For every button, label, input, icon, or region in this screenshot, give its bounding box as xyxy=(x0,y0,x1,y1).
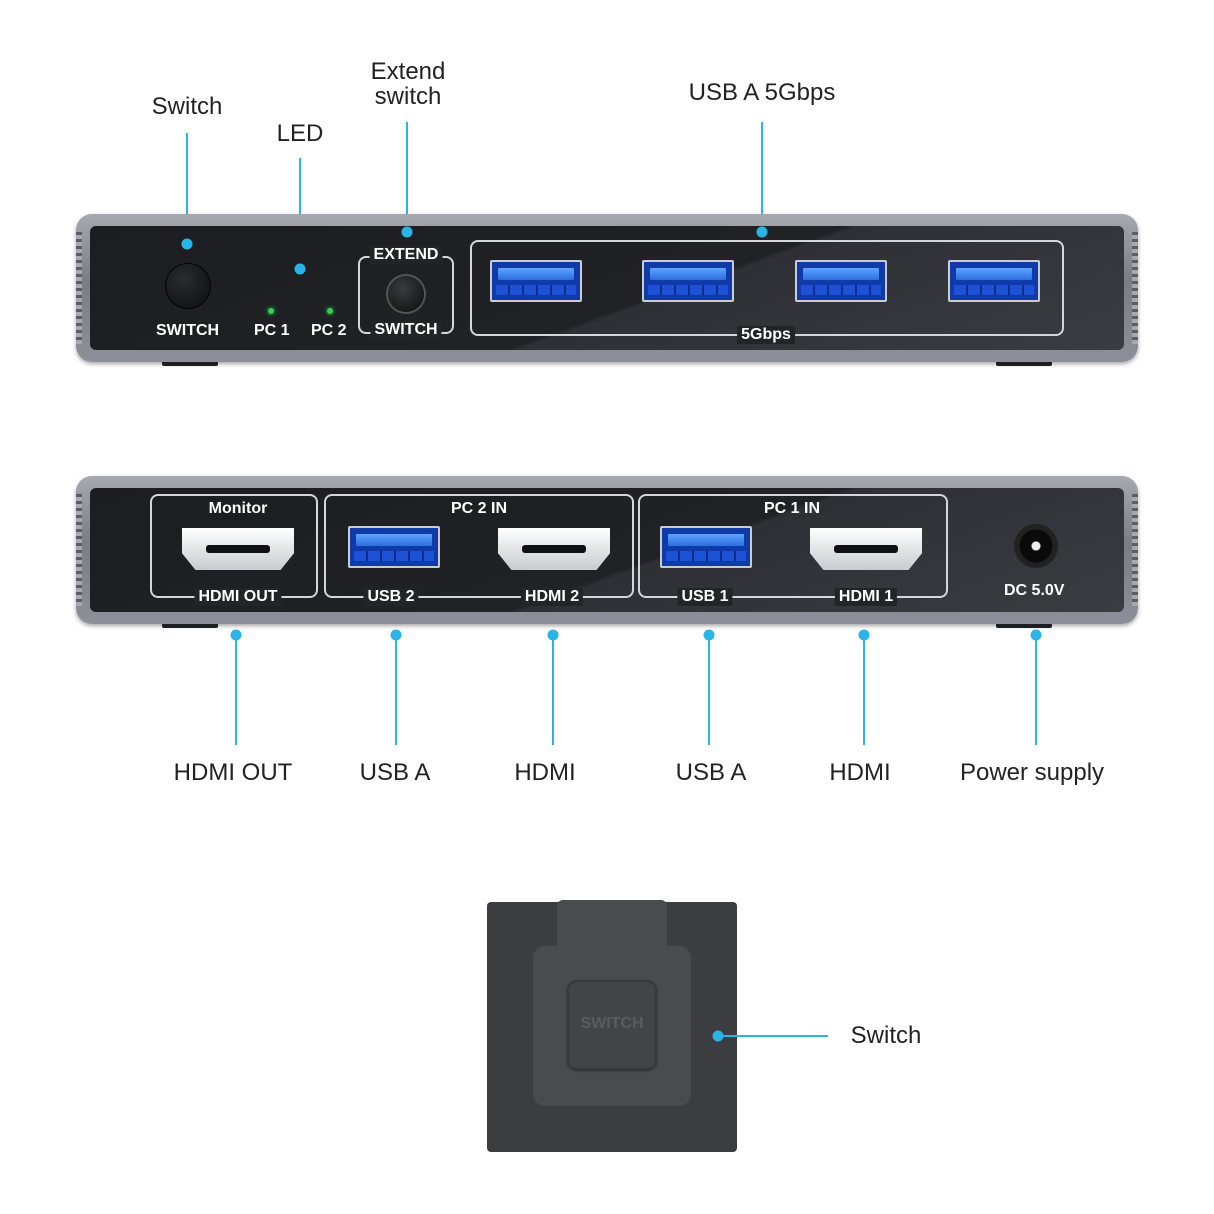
led-pc2-label: PC 2 xyxy=(311,322,347,339)
leader-dot-usb-a-2 xyxy=(703,629,715,641)
callout-extend-line2: switch xyxy=(374,83,442,111)
front-usb-port-3[interactable] xyxy=(795,260,887,302)
leader-line-switch xyxy=(186,133,188,243)
leader-line-led xyxy=(299,158,301,268)
front-usb-port-4[interactable] xyxy=(948,260,1040,302)
dc-label: DC 5.0V xyxy=(1004,582,1065,599)
front-usb-port-2[interactable] xyxy=(642,260,734,302)
leader-line-usb-a-2 xyxy=(708,635,710,745)
leader-dot-extend xyxy=(401,226,413,238)
extend-bottom-label: SWITCH xyxy=(370,321,442,339)
back-left-ridges xyxy=(76,494,82,606)
callout-extend-line1: Extend xyxy=(370,58,446,85)
front-panel-face: SWITCH PC 1 PC 2 EXTEND SWITCH 5Gbps xyxy=(90,226,1124,350)
monitor-label: Monitor xyxy=(208,500,268,517)
callout-hdmi-1: HDMI xyxy=(514,759,576,786)
leader-line-usb xyxy=(761,122,763,232)
hdmi2-label: HDMI 2 xyxy=(520,588,584,606)
callout-hdmi-out: HDMI OUT xyxy=(173,759,293,786)
leader-line-hdmi-out xyxy=(235,635,237,745)
front-right-ridges xyxy=(1132,232,1138,344)
front-panel-device: SWITCH PC 1 PC 2 EXTEND SWITCH 5Gbps xyxy=(76,214,1138,362)
leader-dot-led xyxy=(294,263,306,275)
back-panel-face: Monitor HDMI OUT PC 2 IN USB 2 HDMI 2 PC… xyxy=(90,488,1124,612)
leader-dot-usb xyxy=(756,226,768,238)
pc2-hdmi-port[interactable] xyxy=(498,528,610,570)
callout-extend-switch: Extend switch xyxy=(370,58,446,111)
hdmi1-label: HDMI 1 xyxy=(834,588,898,606)
hdmi-out-label: HDMI OUT xyxy=(194,588,282,606)
usb2-label: USB 2 xyxy=(363,588,419,606)
pc1-usb-port[interactable] xyxy=(660,526,752,568)
leader-dot-hdmi-out xyxy=(230,629,242,641)
callout-usb-a-2: USB A xyxy=(675,759,747,786)
leader-dot-power xyxy=(1030,629,1042,641)
callout-remote-switch: Switch xyxy=(850,1022,922,1049)
leader-line-hdmi-2 xyxy=(863,635,865,745)
front-switch-label: SWITCH xyxy=(156,322,220,339)
pc1-in-label: PC 1 IN xyxy=(763,500,821,517)
callout-hdmi-2: HDMI xyxy=(829,759,891,786)
front-left-ridges xyxy=(76,232,82,344)
leader-dot-switch xyxy=(181,238,193,250)
back-right-ridges xyxy=(1132,494,1138,606)
pc1-hdmi-port[interactable] xyxy=(810,528,922,570)
led-pc2 xyxy=(327,308,333,314)
pc1-group-frame xyxy=(638,494,948,598)
callout-led: LED xyxy=(276,120,324,147)
leader-line-power xyxy=(1035,635,1037,745)
leader-line-extend xyxy=(406,122,408,232)
dc-power-jack[interactable] xyxy=(1014,524,1058,568)
callout-usb-a-1: USB A xyxy=(359,759,431,786)
callout-usb-a-5gbps: USB A 5Gbps xyxy=(688,79,836,106)
led-pc1 xyxy=(268,308,274,314)
back-foot-right xyxy=(996,624,1052,628)
callout-power-supply: Power supply xyxy=(959,759,1105,786)
usb-speed-label: 5Gbps xyxy=(737,326,795,344)
remote-switch-pad: SWITCH xyxy=(487,900,737,1152)
front-usb-port-1[interactable] xyxy=(490,260,582,302)
back-panel-device: Monitor HDMI OUT PC 2 IN USB 2 HDMI 2 PC… xyxy=(76,476,1138,624)
leader-line-hdmi-1 xyxy=(552,635,554,745)
remote-switch-button[interactable]: SWITCH xyxy=(567,980,657,1070)
back-foot-left xyxy=(162,624,218,628)
pc2-usb-port[interactable] xyxy=(348,526,440,568)
leader-dot-usb-a-1 xyxy=(390,629,402,641)
extend-top-label: EXTEND xyxy=(369,246,443,264)
leader-line-remote xyxy=(718,1035,828,1037)
leader-dot-hdmi-2 xyxy=(858,629,870,641)
leader-dot-remote xyxy=(712,1030,724,1042)
pc2-in-label: PC 2 IN xyxy=(450,500,508,517)
pc2-group-frame xyxy=(324,494,634,598)
front-switch-button[interactable] xyxy=(166,264,210,308)
front-foot-right xyxy=(996,362,1052,366)
usb1-label: USB 1 xyxy=(677,588,733,606)
led-pc1-label: PC 1 xyxy=(254,322,290,339)
leader-dot-hdmi-1 xyxy=(547,629,559,641)
callout-switch: Switch xyxy=(151,93,223,120)
extend-switch-button[interactable] xyxy=(388,276,424,312)
hdmi-out-port[interactable] xyxy=(182,528,294,570)
remote-button-label: SWITCH xyxy=(580,1015,644,1032)
leader-line-usb-a-1 xyxy=(395,635,397,745)
front-foot-left xyxy=(162,362,218,366)
